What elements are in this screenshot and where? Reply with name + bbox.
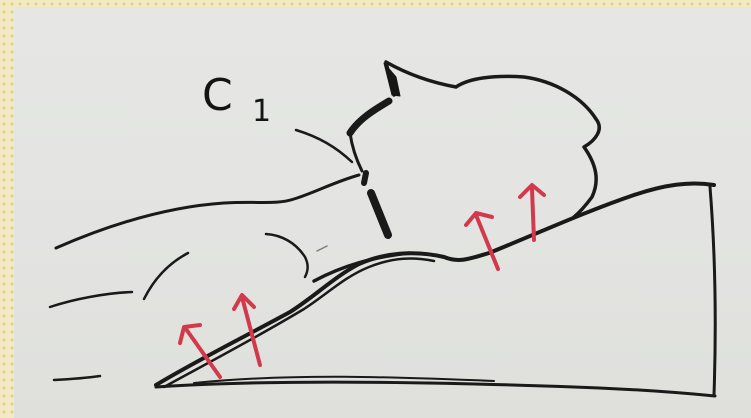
support-arrow-3	[466, 213, 498, 269]
pillow-top-inner	[164, 259, 434, 387]
pillow-right-edge	[710, 187, 715, 395]
vertebra-label: C	[202, 70, 233, 121]
whiteboard-sketch: C 1	[14, 7, 751, 418]
faint-dash	[317, 246, 327, 251]
cat-face-contour-thin	[350, 133, 362, 171]
front-leg-curve	[144, 253, 188, 299]
cheek-mark	[364, 173, 366, 183]
paw-line	[50, 292, 132, 307]
cat-head-outline	[386, 62, 599, 217]
pillow-bottom-edge	[156, 382, 715, 396]
paw-bump	[266, 234, 308, 277]
cat-face-contour	[350, 101, 389, 133]
pillow-top-edge	[156, 183, 714, 385]
cat-jaw-mark	[371, 193, 388, 235]
label-pointer-line	[296, 130, 352, 162]
whiteboard: C 1	[14, 7, 751, 418]
chin-line	[314, 253, 409, 281]
vertebra-label-subscript: 1	[252, 94, 271, 129]
lower-paw-line	[54, 376, 100, 380]
cat-back-line	[56, 175, 359, 248]
